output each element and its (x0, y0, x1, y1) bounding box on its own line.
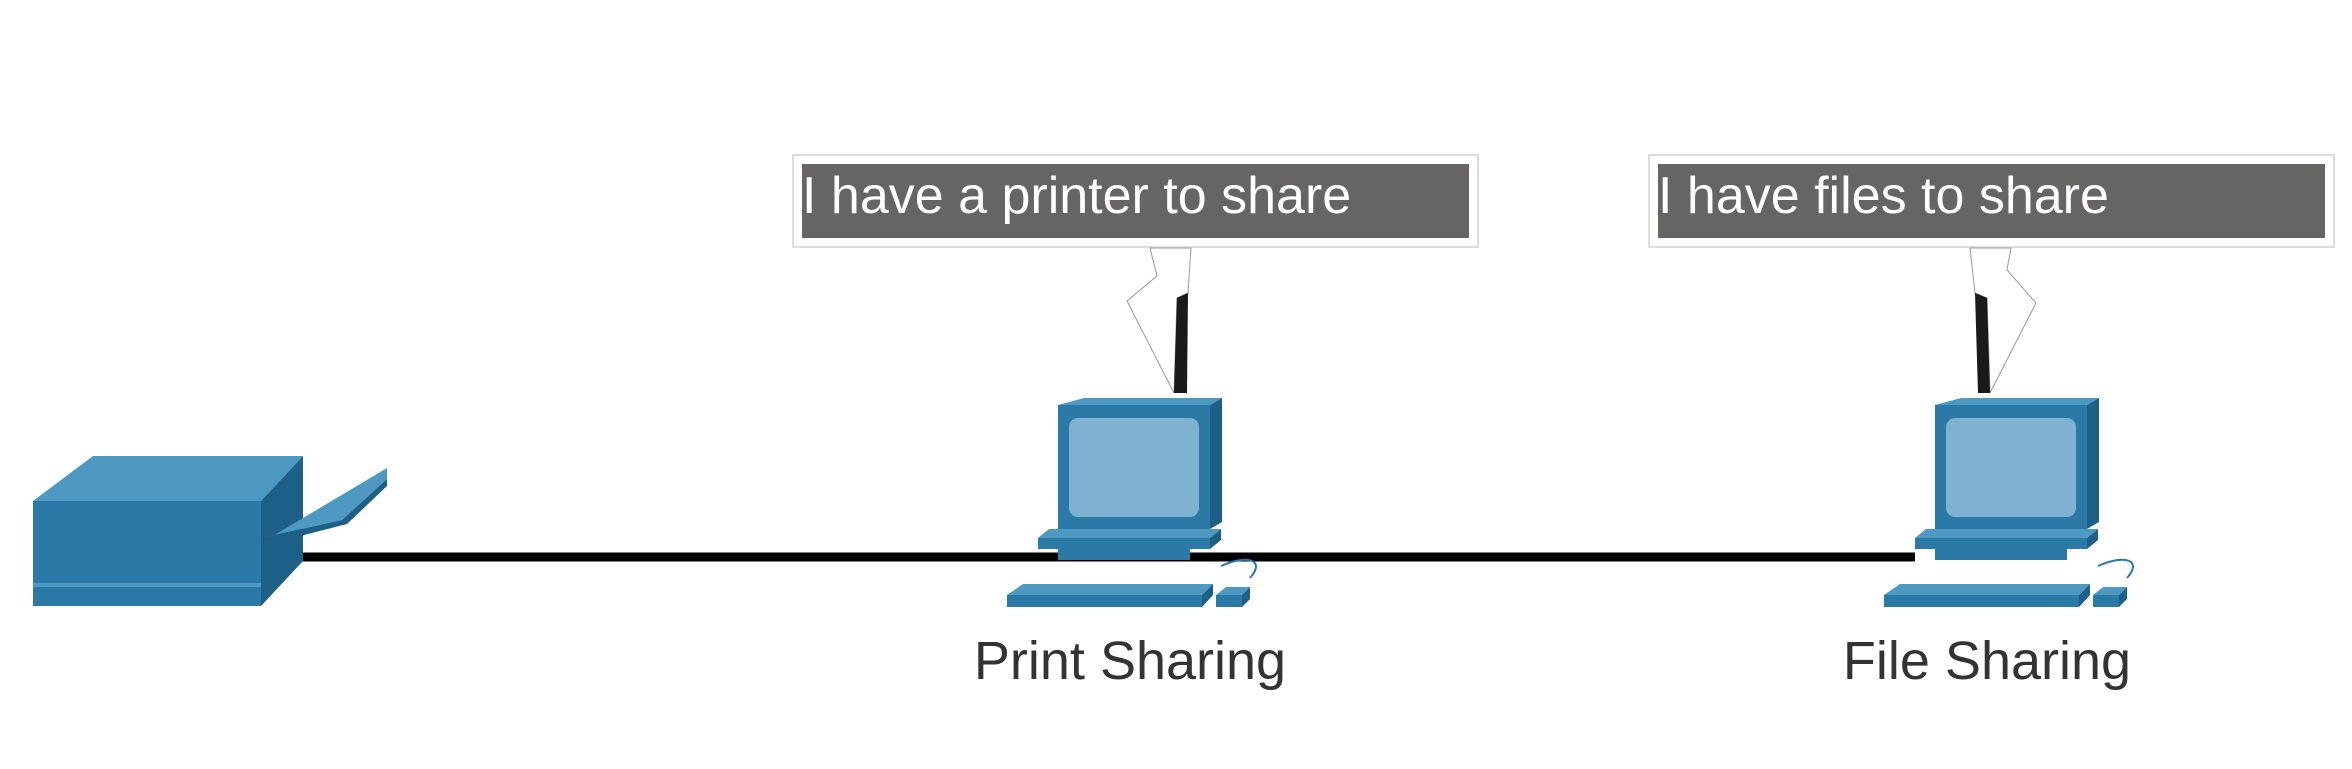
file-sharing-node: I have files to share File Sharing (1648, 154, 2335, 691)
node-label: File Sharing (1843, 631, 2131, 691)
desktop-computer-icon (1006, 397, 1258, 608)
desktop-computer-icon (1883, 397, 2135, 608)
bubble-text: I have files to share (1658, 167, 2109, 225)
speech-bubble: I have files to share (1648, 154, 2335, 394)
print-sharing-node: I have a printer to share Print Sharing (792, 154, 1479, 691)
printer-icon (33, 456, 387, 606)
bubble-text: I have a printer to share (802, 167, 1351, 225)
node-label: Print Sharing (974, 631, 1286, 691)
speech-bubble: I have a printer to share (792, 154, 1479, 394)
